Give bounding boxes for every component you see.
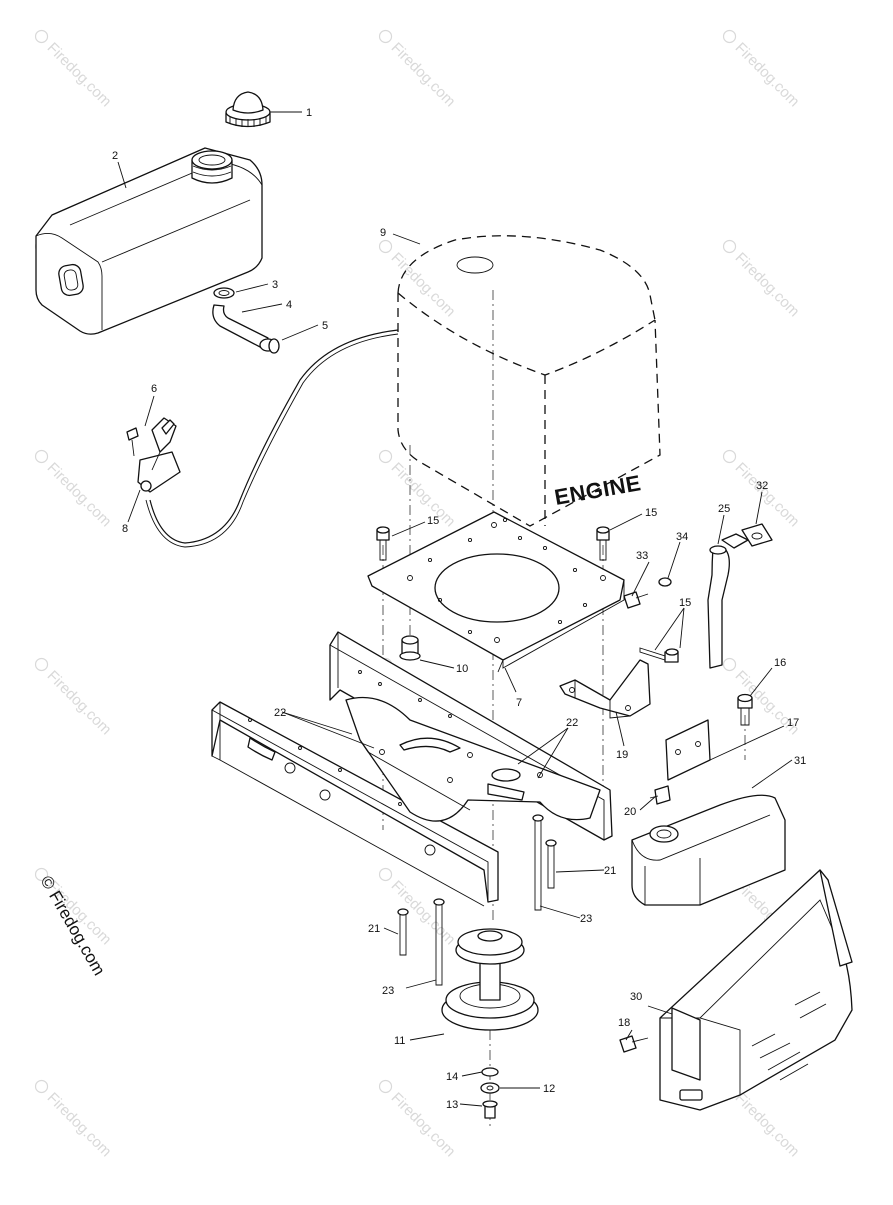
callout-16: 16 [774,657,786,669]
svg-text:Firedog.com: Firedog.com [44,1089,115,1160]
callout-11: 11 [394,1035,405,1047]
svg-text:Firedog.com: Firedog.com [732,249,803,320]
callout-1: 1 [306,107,312,119]
callout-33: 33 [636,550,648,562]
callout-17: 17 [787,717,799,729]
watermark: Firedog.com [34,449,115,530]
callout-6: 6 [151,383,157,395]
watermark: Firedog.com [378,449,459,530]
watermark: Firedog.com [34,1079,115,1160]
callout-15-right: 15 [645,507,657,519]
callout-labels: 1 2 3 4 5 6 7 8 9 10 11 12 13 14 15 15 1… [112,107,806,1111]
chassis-frame [211,631,613,907]
callout-32: 32 [756,480,768,492]
fuel-cap [225,91,271,128]
callout-4: 4 [286,299,292,311]
callout-14: 14 [446,1071,458,1083]
washers-and-bolt [480,1067,500,1119]
bracket-19 [559,659,651,719]
callout-8: 8 [122,523,128,535]
callout-30: 30 [630,991,642,1003]
callout-21-right: 21 [604,865,616,877]
callout-23-right: 23 [580,913,592,925]
bolt-16 [737,693,753,726]
watermark: Firedog.com [34,29,115,110]
watermark: Firedog.com [378,1079,459,1160]
fuel-line-assembly [212,287,280,354]
callout-2: 2 [112,150,118,162]
callout-15-left: 15 [427,515,439,527]
callout-7: 7 [516,697,522,709]
callout-13: 13 [446,1099,458,1111]
watermark: Firedog.com [722,29,803,110]
engine-label: ENGINE [553,470,643,510]
svg-text:Firedog.com: Firedog.com [388,459,459,530]
bracket-20 [649,719,711,805]
bolts-15 [376,526,679,663]
bolt-18 [619,1035,649,1053]
svg-text:Firedog.com: Firedog.com [732,1089,803,1160]
svg-text:Firedog.com: Firedog.com [44,39,115,110]
svg-text:Firedog.com: Firedog.com [44,459,115,530]
callout-22-left: 22 [274,707,286,719]
pulley [441,928,539,1031]
callout-10: 10 [456,663,468,675]
svg-text:Firedog.com: Firedog.com [44,667,115,738]
engine-outline: ENGINE [397,235,661,527]
callout-15-bracket: 15 [679,597,691,609]
callout-12: 12 [543,1083,555,1095]
callout-3: 3 [272,279,278,291]
watermark: Firedog.com [34,657,115,738]
muffler [631,794,786,906]
svg-text:Firedog.com: Firedog.com [732,39,803,110]
callout-23-left: 23 [382,985,394,997]
callout-34: 34 [676,531,688,543]
studs [397,814,557,986]
callout-21-left: 21 [368,923,380,935]
svg-text:Firedog.com: Firedog.com [388,39,459,110]
callout-31: 31 [794,755,806,767]
callout-9: 9 [380,227,386,239]
fuel-tank [35,147,263,335]
gasket-32 [741,523,773,547]
watermark: Firedog.com [722,239,803,320]
mounting-plate [367,511,625,673]
leader-lines [117,111,793,1107]
callout-19: 19 [616,749,628,761]
throttle-control [126,417,181,493]
svg-text:Firedog.com: Firedog.com [732,459,803,530]
heat-shield [659,869,853,1111]
washer-34 [658,577,672,587]
throttle-cable [145,329,399,548]
bolt-10 [399,635,421,661]
exhaust-pipe [707,533,749,669]
watermark: Firedog.com [378,29,459,110]
callout-25: 25 [718,503,730,515]
callout-20: 20 [624,806,636,818]
nut-33 [623,591,649,609]
callout-22-right: 22 [566,717,578,729]
watermark: Firedog.com [378,867,459,948]
callout-5: 5 [322,320,328,332]
callout-18: 18 [618,1017,630,1029]
